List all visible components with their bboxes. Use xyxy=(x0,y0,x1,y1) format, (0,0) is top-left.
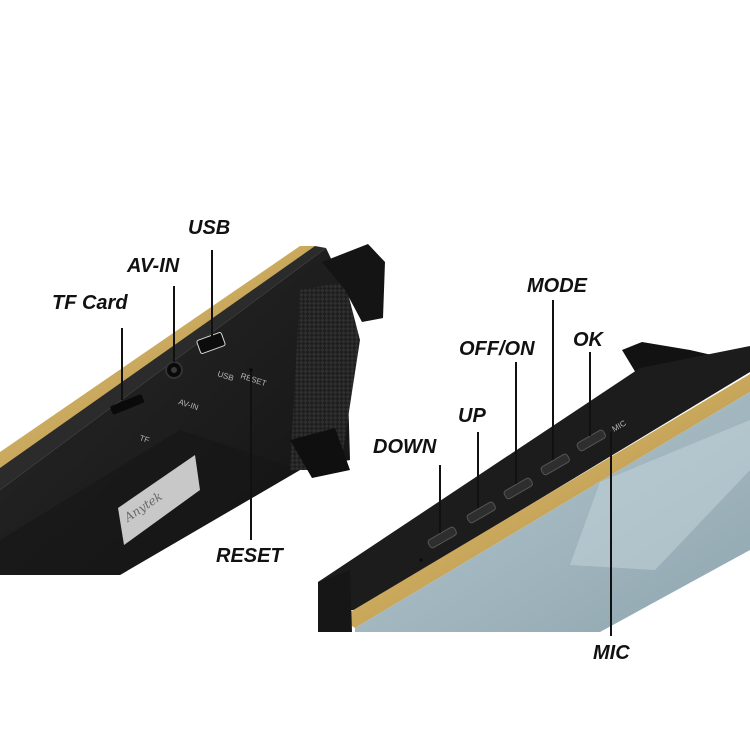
right-device: MIC xyxy=(318,300,750,636)
mode-callout: MODE xyxy=(527,275,587,297)
off-on-button[interactable] xyxy=(503,477,533,500)
reset-callout: RESET xyxy=(216,545,283,567)
left-device: TF AV-IN USB RESET Anytek xyxy=(0,244,385,575)
up-button[interactable] xyxy=(466,501,496,524)
av-in-callout: AV-IN xyxy=(127,255,180,277)
screen-reflection xyxy=(570,420,750,570)
right-body xyxy=(318,346,750,610)
printed-tf-label: TF xyxy=(138,433,150,445)
av-in-port-inner xyxy=(171,367,177,373)
right-screen xyxy=(355,392,750,632)
down-callout: DOWN xyxy=(373,436,437,458)
tf-card-slot xyxy=(110,394,145,415)
ok-callout: OK xyxy=(573,329,603,351)
brand-sticker xyxy=(118,455,200,545)
carbon-mount xyxy=(290,282,360,470)
usb-callout: USB xyxy=(188,217,231,239)
tf-card-callout: TF Card xyxy=(52,292,128,314)
mode-button[interactable] xyxy=(540,453,570,476)
right-gold-trim xyxy=(340,374,750,628)
mic-hole xyxy=(419,558,423,562)
ok-button[interactable] xyxy=(576,429,606,452)
usb-port xyxy=(196,332,226,354)
off-on-callout: OFF/ON xyxy=(459,338,535,360)
right-lower-clip xyxy=(318,570,352,632)
mount-clip-top xyxy=(322,244,385,322)
reset-hole xyxy=(249,368,253,372)
mount-clip-bottom xyxy=(290,428,350,478)
up-callout: UP xyxy=(458,405,486,427)
down-button[interactable] xyxy=(427,526,457,549)
mic-callout: MIC xyxy=(593,642,630,664)
left-body-top xyxy=(0,246,326,490)
